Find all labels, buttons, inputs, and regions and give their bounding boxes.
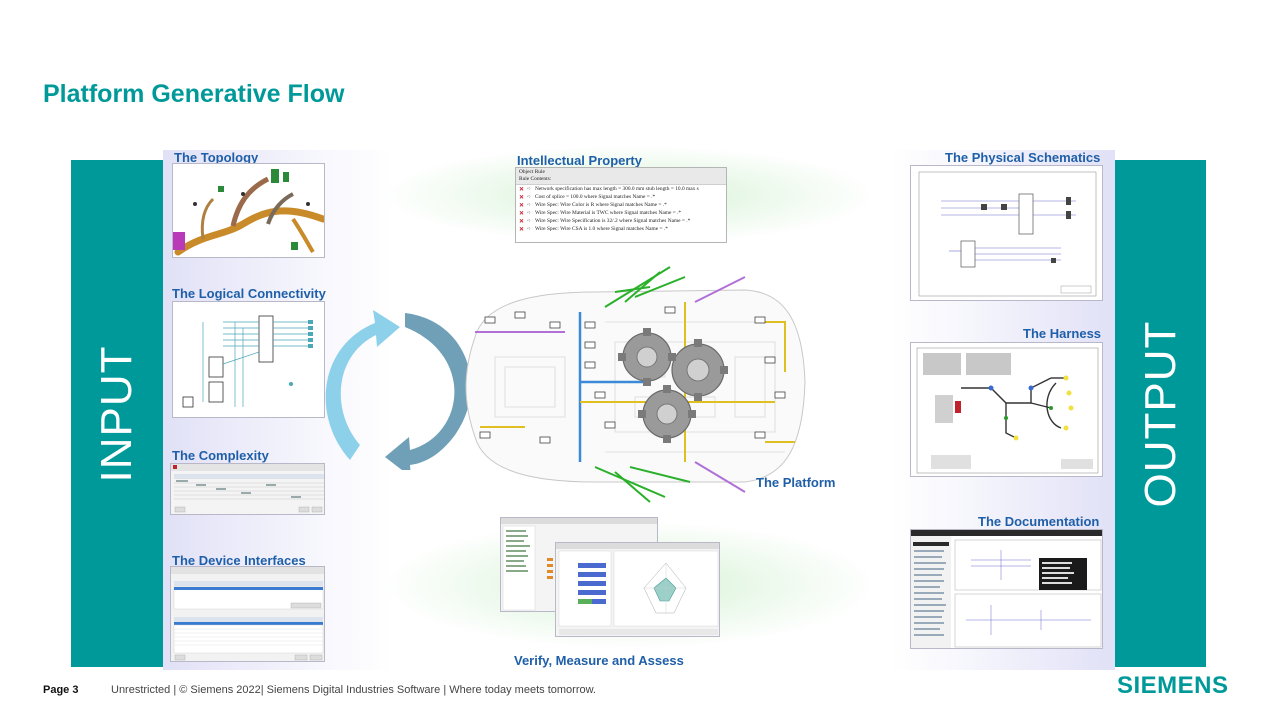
- page-number: Page 3: [43, 684, 79, 696]
- ip-rules-header-title: Object Rule: [519, 169, 545, 175]
- delete-icon[interactable]: ✕: [519, 202, 525, 209]
- complexity-image: [170, 463, 325, 515]
- harness-image: [910, 342, 1103, 477]
- documentation-label: The Documentation: [978, 514, 1100, 529]
- footer-text: Unrestricted | © Siemens 2022| Siemens D…: [111, 684, 596, 696]
- rule-arrow-icon: ➪: [527, 194, 532, 200]
- ip-rule-text: Wire Spec: Wire CSA is 1.0 where Signal …: [535, 226, 668, 232]
- ip-rule-text: Cost of splice = 100.0 where Signal matc…: [535, 194, 656, 200]
- ip-rule-row[interactable]: ✕➪Wire Spec: Wire Specification is 32/.2…: [516, 217, 726, 225]
- delete-icon[interactable]: ✕: [519, 186, 525, 193]
- platform-image: [465, 266, 806, 503]
- delete-icon[interactable]: ✕: [519, 194, 525, 201]
- cycle-arrows: [325, 310, 471, 470]
- input-bar-label: INPUT: [92, 345, 141, 482]
- delete-icon[interactable]: ✕: [519, 226, 525, 233]
- delete-icon[interactable]: ✕: [519, 210, 525, 217]
- logical-connectivity-image: [172, 301, 325, 418]
- ip-rule-text: Wire Spec: Wire Specification is 32/.2 w…: [535, 218, 691, 224]
- page-title: Platform Generative Flow: [43, 80, 345, 108]
- ip-rule-text: Wire Spec: Wire Material is TWC where Si…: [535, 210, 682, 216]
- complexity-label: The Complexity: [172, 448, 269, 463]
- platform-label: The Platform: [756, 475, 836, 490]
- verify-label: Verify, Measure and Assess: [514, 653, 684, 668]
- ip-rules-header: Object Rule Rule Contents:: [516, 168, 726, 185]
- ip-rule-row[interactable]: ✕➪Wire Spec: Wire Color is R where Signa…: [516, 201, 726, 209]
- ip-label: Intellectual Property: [517, 153, 642, 168]
- ip-rule-row[interactable]: ✕➪Wire Spec: Wire CSA is 1.0 where Signa…: [516, 225, 726, 233]
- ip-rules-header-subtitle: Rule Contents:: [519, 176, 552, 182]
- rule-arrow-icon: ➪: [527, 210, 532, 216]
- physical-schematics-image: [910, 165, 1103, 301]
- rule-arrow-icon: ➪: [527, 226, 532, 232]
- verify-chart-window: [555, 542, 720, 637]
- ip-rules-panel: Object Rule Rule Contents: ✕➪Network spe…: [515, 167, 727, 243]
- physical-schematics-label: The Physical Schematics: [945, 150, 1101, 165]
- logical-connectivity-label: The Logical Connectivity: [172, 286, 326, 301]
- ip-rule-row[interactable]: ✕➪Cost of splice = 100.0 where Signal ma…: [516, 193, 726, 201]
- siemens-logo: SIEMENS: [1117, 672, 1229, 699]
- rule-arrow-icon: ➪: [527, 186, 532, 192]
- rule-arrow-icon: ➪: [527, 202, 532, 208]
- topology-image: [172, 163, 325, 258]
- output-bar: OUTPUT: [1115, 160, 1206, 667]
- ip-rule-text: Wire Spec: Wire Color is R where Signal …: [535, 202, 667, 208]
- ip-rule-text: Network specification has max length = 3…: [535, 186, 699, 192]
- topology-label: The Topology: [174, 150, 259, 165]
- device-interfaces-image: [170, 566, 325, 662]
- input-bar: INPUT: [71, 160, 163, 667]
- device-interfaces-label: The Device Interfaces: [172, 553, 306, 568]
- harness-label: The Harness: [1023, 326, 1102, 341]
- output-bar-label: OUTPUT: [1135, 320, 1185, 507]
- ip-rule-row[interactable]: ✕➪Wire Spec: Wire Material is TWC where …: [516, 209, 726, 217]
- rule-arrow-icon: ➪: [527, 218, 532, 224]
- ip-rule-row[interactable]: ✕➪Network specification has max length =…: [516, 185, 726, 193]
- delete-icon[interactable]: ✕: [519, 218, 525, 225]
- documentation-image: [910, 529, 1103, 649]
